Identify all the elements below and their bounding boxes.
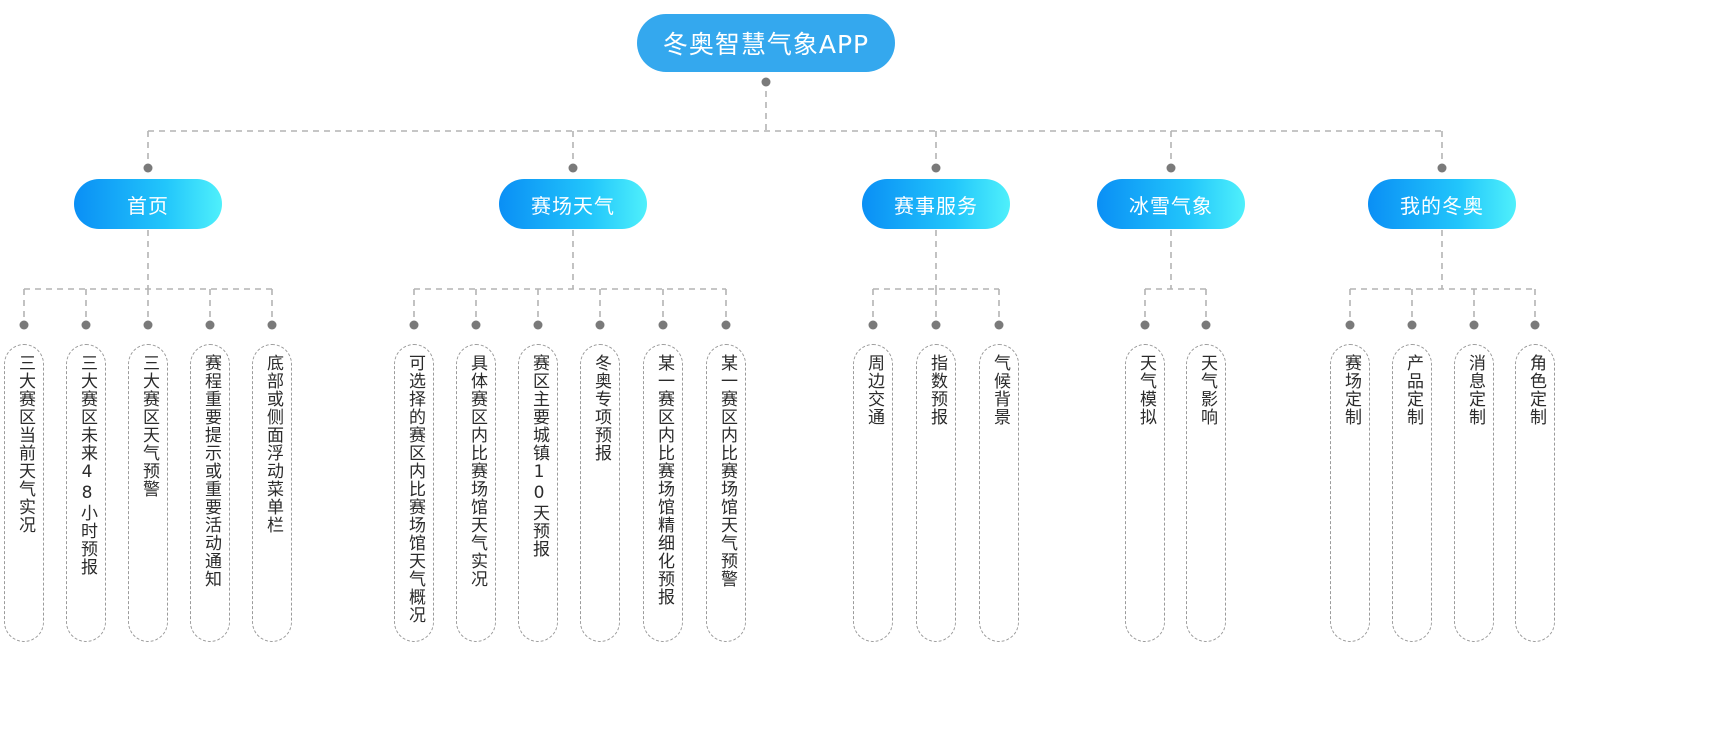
leaf-dot-2-0 (868, 320, 878, 330)
leaf-node[interactable]: 周边交通 (853, 344, 893, 642)
root-node[interactable]: 冬奥智慧气象APP (637, 14, 895, 72)
leaf-node-label: 冬奥专项预报 (591, 354, 612, 462)
leaf-node-label: 周边交通 (864, 354, 885, 426)
branch-node-home[interactable]: 首页 (74, 179, 222, 229)
leaf-node[interactable]: 具体赛区内比赛场馆天气实况 (456, 344, 496, 642)
leaf-dot-0-1 (81, 320, 91, 330)
root-dot (761, 77, 771, 87)
branch-node-ice-snow[interactable]: 冰雪气象 (1097, 179, 1245, 229)
leaf-node-label: 底部或侧面浮动菜单栏 (263, 354, 284, 534)
branch-dot-2 (931, 163, 941, 173)
branch-node-label: 冰雪气象 (1129, 193, 1213, 218)
branch-node-label: 赛场天气 (531, 193, 615, 218)
leaf-dot-3-0 (1140, 320, 1150, 330)
leaf-node-label: 气候背景 (990, 354, 1011, 426)
leaf-node-label: 赛区主要城镇10天预报 (529, 354, 550, 558)
leaf-node-label: 产品定制 (1403, 354, 1424, 426)
leaf-node-label: 天气模拟 (1136, 354, 1157, 426)
leaf-node[interactable]: 底部或侧面浮动菜单栏 (252, 344, 292, 642)
leaf-dot-4-2 (1469, 320, 1479, 330)
leaf-dot-0-4 (267, 320, 277, 330)
leaf-node-label: 某一赛区内比赛场馆精细化预报 (654, 354, 675, 606)
leaf-node-label: 某一赛区内比赛场馆天气预警 (717, 354, 738, 588)
leaf-dot-4-3 (1530, 320, 1540, 330)
leaf-dot-0-0 (19, 320, 29, 330)
leaf-dot-4-0 (1345, 320, 1355, 330)
leaf-node[interactable]: 气候背景 (979, 344, 1019, 642)
leaf-dot-1-1 (471, 320, 481, 330)
leaf-node[interactable]: 天气影响 (1186, 344, 1226, 642)
leaf-node-label: 指数预报 (927, 354, 948, 426)
branch-dot-4 (1437, 163, 1447, 173)
leaf-node[interactable]: 三大赛区当前天气实况 (4, 344, 44, 642)
leaf-node[interactable]: 冬奥专项预报 (580, 344, 620, 642)
leaf-node[interactable]: 三大赛区天气预警 (128, 344, 168, 642)
leaf-dot-2-1 (931, 320, 941, 330)
leaf-node[interactable]: 某一赛区内比赛场馆天气预警 (706, 344, 746, 642)
leaf-dot-0-2 (143, 320, 153, 330)
leaf-dot-2-2 (994, 320, 1004, 330)
leaf-dot-1-5 (721, 320, 731, 330)
leaf-node-label: 天气影响 (1197, 354, 1218, 426)
leaf-node[interactable]: 可选择的赛区内比赛场馆天气概况 (394, 344, 434, 642)
leaf-node-label: 赛场定制 (1341, 354, 1362, 426)
leaf-node[interactable]: 产品定制 (1392, 344, 1432, 642)
leaf-dot-0-3 (205, 320, 215, 330)
leaf-node-label: 赛程重要提示或重要活动通知 (201, 354, 222, 588)
leaf-node-label: 三大赛区天气预警 (139, 354, 160, 498)
branch-dot-3 (1166, 163, 1176, 173)
branch-node-label: 首页 (127, 193, 169, 218)
branch-node-venue-weather[interactable]: 赛场天气 (499, 179, 647, 229)
leaf-dot-4-1 (1407, 320, 1417, 330)
leaf-node[interactable]: 三大赛区未来48小时预报 (66, 344, 106, 642)
leaf-node-label: 三大赛区当前天气实况 (15, 354, 36, 534)
leaf-node-label: 消息定制 (1465, 354, 1486, 426)
leaf-node-label: 三大赛区未来48小时预报 (77, 354, 98, 576)
root-node-label: 冬奥智慧气象APP (662, 30, 870, 59)
leaf-node[interactable]: 赛场定制 (1330, 344, 1370, 642)
leaf-node[interactable]: 某一赛区内比赛场馆精细化预报 (643, 344, 683, 642)
leaf-dot-3-1 (1201, 320, 1211, 330)
leaf-node[interactable]: 角色定制 (1515, 344, 1555, 642)
leaf-node-label: 角色定制 (1526, 354, 1547, 426)
branch-node-my-olympics[interactable]: 我的冬奥 (1368, 179, 1516, 229)
leaf-node-label: 具体赛区内比赛场馆天气实况 (467, 354, 488, 588)
leaf-dot-1-4 (658, 320, 668, 330)
leaf-dot-1-0 (409, 320, 419, 330)
leaf-node[interactable]: 赛区主要城镇10天预报 (518, 344, 558, 642)
branch-node-label: 赛事服务 (894, 193, 978, 218)
branch-node-label: 我的冬奥 (1400, 193, 1484, 218)
leaf-node[interactable]: 指数预报 (916, 344, 956, 642)
branch-dot-0 (143, 163, 153, 173)
leaf-node[interactable]: 天气模拟 (1125, 344, 1165, 642)
connector-dots (19, 77, 1540, 330)
leaf-node-label: 可选择的赛区内比赛场馆天气概况 (405, 354, 426, 624)
branch-node-event-services[interactable]: 赛事服务 (862, 179, 1010, 229)
leaf-dot-1-3 (595, 320, 605, 330)
leaf-node[interactable]: 消息定制 (1454, 344, 1494, 642)
leaf-node[interactable]: 赛程重要提示或重要活动通知 (190, 344, 230, 642)
leaf-dot-1-2 (533, 320, 543, 330)
branch-dot-1 (568, 163, 578, 173)
